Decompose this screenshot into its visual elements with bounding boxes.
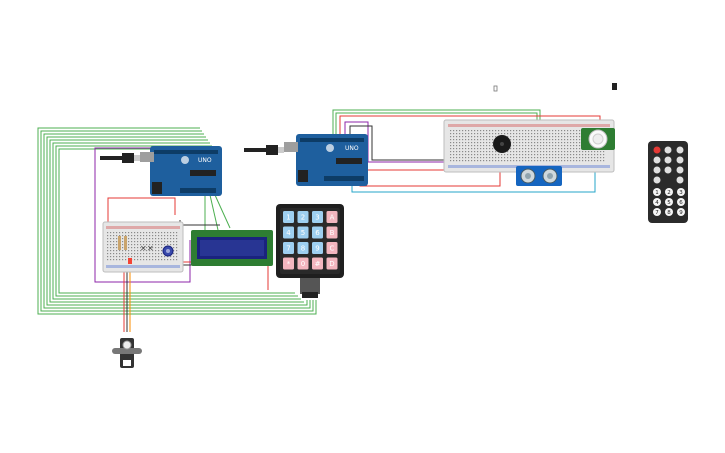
potentiometer-icon[interactable] <box>162 245 174 257</box>
keypad-key-label: 0 <box>301 260 305 268</box>
keypad-key[interactable]: # <box>312 257 323 270</box>
small-component-icon[interactable] <box>493 85 498 92</box>
keypad-key-label: * <box>287 260 291 268</box>
keypad-key[interactable]: B <box>326 226 338 239</box>
keypad-key-label: 7 <box>286 245 290 253</box>
keypad-key-label: 9 <box>315 245 319 253</box>
remote-button[interactable]: 9 <box>677 208 685 216</box>
button-icon[interactable]: ✕ ✕ <box>140 244 154 253</box>
resistor-icon[interactable] <box>118 236 127 250</box>
keypad-key-label: 8 <box>301 245 305 253</box>
keypad-key[interactable]: 0 <box>297 257 309 270</box>
remote-button[interactable]: 6 <box>677 198 685 206</box>
svg-text:✕: ✕ <box>147 244 154 253</box>
arduino-left-label: UNO <box>198 157 212 164</box>
usb-cable-left[interactable] <box>100 153 140 163</box>
keypad-key-label: 2 <box>301 214 305 222</box>
keypad-key[interactable]: 1 <box>283 211 294 223</box>
lcd-display[interactable] <box>191 230 273 266</box>
keypad-key-label: C <box>330 245 335 253</box>
keypad-key-label: 1 <box>286 214 290 222</box>
keypad-key[interactable]: 4 <box>283 226 294 239</box>
keypad-key[interactable]: 8 <box>297 242 309 254</box>
remote-button-label: 5 <box>667 200 671 206</box>
pir-sensor[interactable] <box>581 128 615 150</box>
keypad-key[interactable]: C <box>326 242 338 254</box>
remote-button[interactable]: 5 <box>665 198 673 206</box>
remote-button-label: 1 <box>655 190 659 196</box>
keypad-key-label: 6 <box>315 229 320 237</box>
remote-button-label: 9 <box>679 210 683 216</box>
arduino-left[interactable]: UNO <box>140 146 222 196</box>
ultrasonic-sensor[interactable] <box>516 166 562 186</box>
keypad-key[interactable]: 2 <box>297 211 309 223</box>
keypad-key-label: 3 <box>315 214 319 222</box>
remote-button-label: 3 <box>679 190 683 196</box>
keypad-key-label: D <box>329 260 334 268</box>
breadboard-left[interactable] <box>102 221 184 273</box>
keypad-key[interactable]: * <box>283 257 294 270</box>
remote-button[interactable]: 8 <box>665 208 673 216</box>
usb-cable-right[interactable] <box>244 145 284 155</box>
servo[interactable] <box>112 338 142 368</box>
keypad-key[interactable]: 3 <box>312 211 323 223</box>
keypad-key[interactable]: 6 <box>312 226 323 239</box>
ir-receiver-icon[interactable] <box>612 83 617 90</box>
keypad-key[interactable]: A <box>326 211 338 223</box>
remote-button[interactable]: 1 <box>653 188 661 196</box>
keypad-key-label: # <box>315 260 321 268</box>
keypad-key-label: 5 <box>301 229 305 237</box>
arduino-right-label: UNO <box>345 145 359 152</box>
remote-button-label: 6 <box>679 200 683 206</box>
remote-button[interactable]: 3 <box>677 188 685 196</box>
remote-button[interactable]: 7 <box>653 208 661 216</box>
svg-text:✕: ✕ <box>140 244 147 253</box>
buzzer[interactable] <box>493 135 511 153</box>
remote-button-label: 8 <box>667 210 671 216</box>
keypad-key-label: 4 <box>286 229 291 237</box>
keypad-key-label: A <box>330 214 335 222</box>
ir-remote[interactable]: 1 2 3 4 5 6 7 8 9 <box>648 141 688 223</box>
remote-button-label: 7 <box>655 210 659 216</box>
remote-button[interactable]: 2 <box>665 188 673 196</box>
keypad[interactable]: 1 2 3 A 4 5 6 B 7 8 9 C * 0 # D <box>276 204 344 298</box>
remote-button-label: 2 <box>667 190 671 196</box>
keypad-key[interactable]: 5 <box>297 226 309 239</box>
keypad-key[interactable]: 9 <box>312 242 323 254</box>
keypad-key[interactable]: D <box>326 257 338 270</box>
led-icon[interactable] <box>128 258 132 264</box>
remote-button[interactable]: 4 <box>653 198 661 206</box>
keypad-key-label: B <box>330 229 335 237</box>
arduino-right[interactable]: UNO <box>284 134 368 186</box>
keypad-key[interactable]: 7 <box>283 242 294 254</box>
remote-button-label: 4 <box>655 200 659 206</box>
